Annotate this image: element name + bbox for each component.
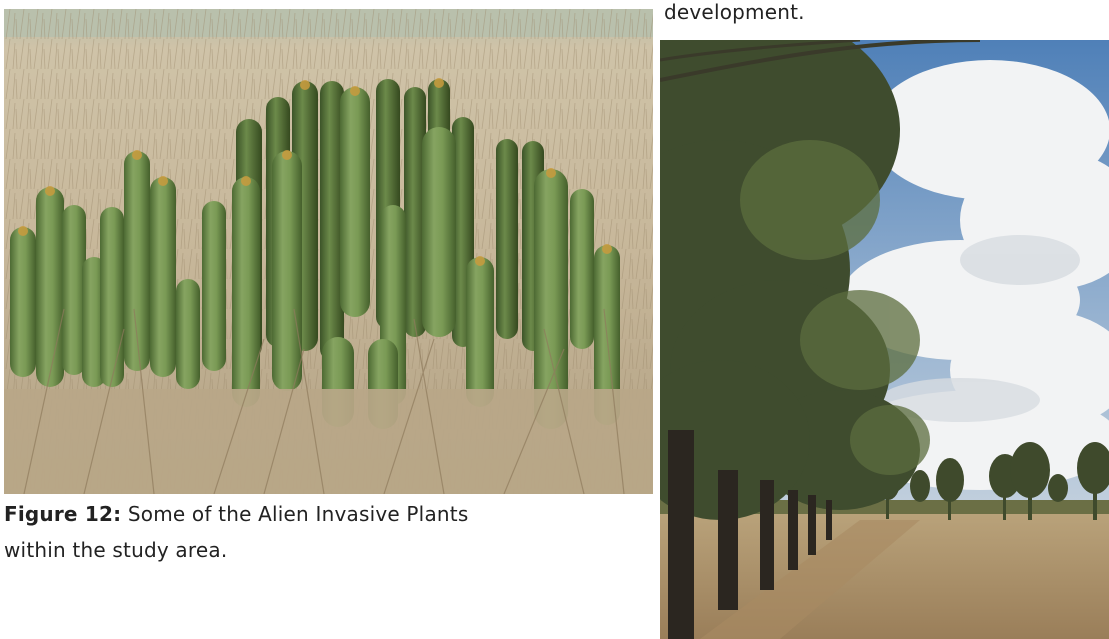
figure-12-caption: Figure 12: Some of the Alien Invasive Pl… [4,496,654,568]
caption-text-line1: Some of the Alien Invasive Plants [127,502,469,526]
preceding-text-fragment: development. [664,0,805,24]
figure-label: Figure 12: [4,502,122,526]
cactus-photo [4,9,653,494]
trees-photo [660,40,1109,639]
caption-text-line2: within the study area. [4,538,228,562]
